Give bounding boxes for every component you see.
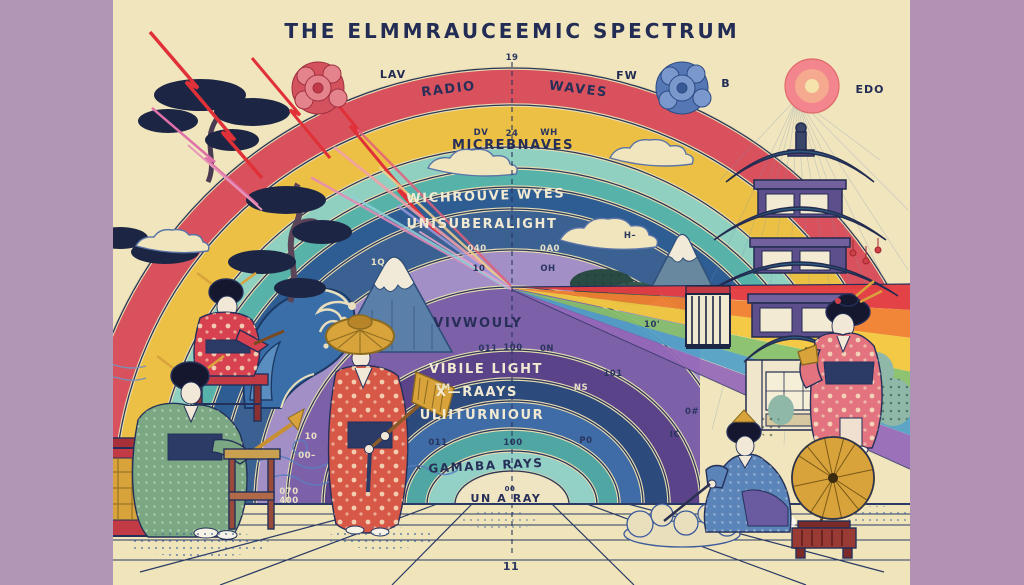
band-label-waves: WAVES	[548, 78, 609, 100]
tick-label: DV	[474, 128, 489, 138]
tick-label: 100	[503, 343, 522, 353]
band-label-x-rays: X—RAAYS	[436, 385, 518, 400]
pagoda-roof-3	[701, 261, 899, 297]
side-label: 10	[305, 432, 318, 442]
tick-label: 11	[503, 560, 519, 573]
label-fw: FW	[616, 69, 638, 82]
tick-label: 0N	[540, 344, 554, 354]
beam-label: IC	[670, 430, 680, 440]
lightning-bolts	[148, 30, 442, 238]
beam-label: 101	[603, 369, 622, 379]
side-label: 400	[279, 496, 298, 506]
band-label-vibile-light: VIBILE LIGHT	[429, 362, 543, 377]
label-edo: EDO	[856, 83, 885, 96]
geisha-standing-right	[797, 280, 883, 455]
parasol	[791, 436, 875, 531]
label-lav: LAV	[380, 68, 406, 81]
tick-label: 00	[505, 485, 516, 493]
band-label-wichrouve: WICHROUVE WYES	[406, 186, 566, 207]
cloud-right-mid	[558, 217, 659, 251]
stipple-cloud	[846, 506, 910, 526]
rising-sun-icon	[784, 58, 840, 114]
band-label-gamaba: ˣ GAMABA RAYS	[416, 456, 544, 477]
band-label-unisuberalight: UNISUBERALIGHT	[407, 217, 558, 232]
axis-ticks: 19 24 DV WH 040 0A0 10 OH 011 100 0N TM …	[428, 53, 592, 573]
beam-label: H–	[624, 231, 636, 241]
tick-label: P0	[579, 436, 592, 446]
parasol-stand	[791, 520, 857, 559]
tick-label: TM	[435, 383, 450, 393]
left-border-strip	[0, 0, 113, 585]
stipple-cloud	[130, 531, 270, 557]
tick-label: 011	[478, 344, 497, 354]
side-labels: 1Q 10 00– 070 400 H– 10' 101 0# IC	[279, 231, 699, 506]
tick-label: 040	[467, 244, 486, 254]
beam-label: 0#	[685, 407, 699, 417]
roof-tassels	[849, 238, 882, 317]
stool	[223, 448, 281, 530]
band-label-microwaves: MICREBNAVES	[452, 138, 574, 153]
red-peony	[291, 61, 348, 115]
tick-label: 100	[503, 438, 522, 448]
geisha-seated-blue	[663, 409, 796, 533]
tick-label: WH	[540, 128, 558, 138]
mount-fuji-small	[644, 233, 720, 299]
tick-label: NS	[574, 383, 588, 393]
geisha-seated-red	[187, 271, 285, 422]
pagoda-roof-2	[713, 206, 887, 241]
pagoda-roof-1	[725, 149, 875, 183]
cloud-left-upper	[426, 148, 518, 177]
cloud-right-upper	[608, 138, 694, 167]
incoming-ray-streaks	[310, 128, 512, 290]
right-border-strip	[910, 0, 1024, 585]
tick-label: 10	[473, 264, 486, 274]
slat-screen	[685, 285, 731, 349]
blue-peony	[655, 61, 712, 115]
page-title: THE ELMMRAUCEEMIC SPECTRUM	[284, 19, 739, 43]
cloud-left-mid	[134, 228, 210, 254]
side-label: 00–	[298, 451, 316, 461]
tick-label: OH	[540, 264, 555, 274]
band-label-vivwouly: VIVWOULY	[433, 316, 522, 331]
side-label: 070	[279, 487, 298, 497]
stipple-cloud	[460, 511, 540, 529]
band-label-un-a-ray: UN A RAY	[470, 492, 541, 505]
side-label: 1Q	[371, 258, 385, 268]
tick-label: 24	[506, 129, 519, 139]
tick-label: 011	[428, 438, 447, 448]
stipple-cloud	[328, 527, 436, 549]
pine-trees	[92, 79, 352, 304]
band-label-uliiturniour: ULIITURNIOUR	[420, 408, 544, 423]
tick-label: 0A0	[540, 244, 560, 254]
band-label-radio: RADIO	[420, 79, 476, 101]
tick-label: 19	[506, 53, 519, 63]
label-b: B	[721, 77, 730, 90]
beam-label: 10'	[644, 320, 660, 330]
